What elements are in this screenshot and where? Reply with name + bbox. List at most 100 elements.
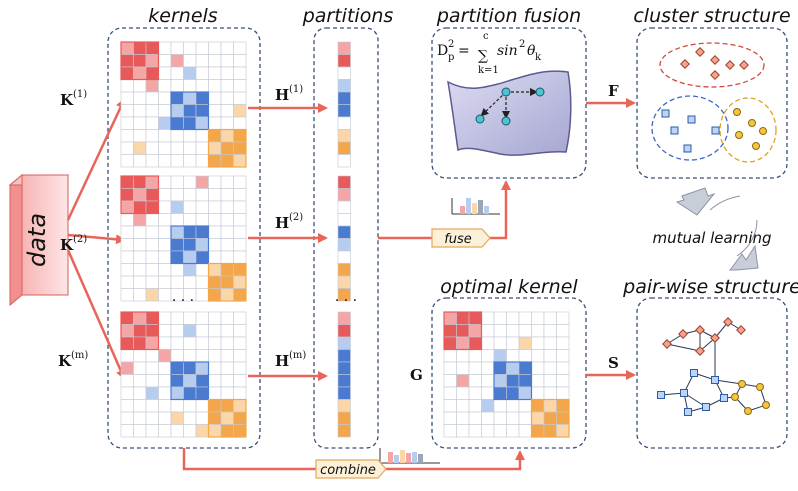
matrix-cell — [556, 361, 570, 375]
matrix-cell — [120, 66, 134, 80]
matrix-cell — [208, 250, 222, 264]
partition-column-m — [337, 311, 351, 438]
cluster-block-outline — [207, 398, 247, 438]
svg-text:2: 2 — [519, 39, 525, 50]
matrix-cell — [481, 324, 495, 338]
matrix-cell — [158, 116, 172, 130]
matrix-cell — [481, 311, 495, 325]
matrix-cell — [158, 213, 172, 227]
matrix-cell — [531, 386, 545, 400]
matrix-cell — [133, 263, 147, 277]
matrix-cell — [145, 349, 159, 363]
matrix-cell — [481, 336, 495, 350]
matrix-cell — [133, 41, 147, 55]
matrix-cell — [518, 361, 532, 375]
matrix-cell — [183, 154, 197, 168]
matrix-cell — [468, 336, 482, 350]
matrix-cell — [133, 324, 147, 338]
matrix-cell — [170, 141, 184, 155]
matrix-cell — [145, 250, 159, 264]
matrix-cell — [158, 141, 172, 155]
matrix-cell — [208, 311, 222, 325]
matrix-cell — [170, 200, 184, 214]
graph-node — [710, 333, 720, 343]
cluster-block-outline — [207, 262, 247, 302]
matrix-cell — [158, 336, 172, 350]
matrix-cell — [195, 91, 209, 105]
matrix-cell — [158, 66, 172, 80]
matrix-cell — [208, 225, 222, 239]
matrix-cell — [133, 336, 147, 350]
matrix-cell — [195, 79, 209, 93]
matrix-cell — [543, 386, 557, 400]
matrix-cell — [120, 225, 134, 239]
matrix-cell — [195, 154, 209, 168]
matrix-cell — [183, 175, 197, 189]
matrix-cell — [195, 399, 209, 413]
matrix-cell — [468, 424, 482, 438]
fusion-surface — [447, 70, 572, 156]
matrix-cell — [158, 79, 172, 93]
matrix-cell — [468, 311, 482, 325]
matrix-cell — [556, 374, 570, 388]
matrix-cell — [220, 386, 234, 400]
combine-mini-chart — [379, 448, 440, 464]
matrix-cell — [170, 399, 184, 413]
cluster-block-outline — [207, 128, 247, 168]
matrix-cell — [133, 200, 147, 214]
matrix-cell — [120, 116, 134, 130]
matrix-cell — [543, 349, 557, 363]
matrix-cell — [158, 238, 172, 252]
svg-text:K: K — [58, 352, 72, 370]
matrix-cell — [158, 263, 172, 277]
svg-text:θ: θ — [527, 43, 536, 59]
matrix-cell — [493, 386, 507, 400]
matrix-cell — [133, 154, 147, 168]
matrix-cell — [506, 336, 520, 350]
matrix-cell — [170, 41, 184, 55]
data-to-kernel-arrows — [66, 98, 126, 380]
svg-text:k: k — [535, 52, 542, 63]
matrix-cell — [195, 238, 209, 252]
matrix-cell — [208, 374, 222, 388]
matrix-cell — [183, 54, 197, 68]
matrix-cell — [133, 275, 147, 289]
cluster-structure-graphic — [651, 42, 777, 163]
matrix-cell — [183, 263, 197, 277]
matrix-cell — [208, 424, 222, 438]
matrix-cell — [233, 336, 247, 350]
matrix-cell — [195, 141, 209, 155]
matrix-cell — [233, 154, 247, 168]
matrix-cell — [120, 324, 134, 338]
matrix-cell — [493, 374, 507, 388]
matrix-cell — [443, 311, 457, 325]
matrix-cell — [145, 116, 159, 130]
matrix-cell — [183, 374, 197, 388]
matrix-cell — [468, 349, 482, 363]
matrix-cell — [170, 154, 184, 168]
svg-text:p: p — [448, 52, 454, 63]
matrix-cell — [208, 238, 222, 252]
matrix-cell — [233, 188, 247, 202]
matrix-cell — [233, 399, 247, 413]
partition-fusion-title: partition fusion — [436, 5, 581, 27]
combine-path: combine — [182, 448, 525, 479]
fuse-mini-chart — [451, 198, 500, 215]
matrix-cell — [170, 238, 184, 252]
matrix-cell — [456, 424, 470, 438]
kernel-matrix-2 — [120, 175, 247, 302]
svg-text:H: H — [275, 214, 289, 232]
data-block: data — [8, 173, 70, 307]
matrix-cell — [233, 213, 247, 227]
G-label: G — [410, 366, 423, 384]
matrix-cell — [170, 386, 184, 400]
matrix-cell — [543, 424, 557, 438]
partition-cell — [337, 263, 351, 277]
partition-cell — [337, 213, 351, 227]
matrix-cell — [233, 263, 247, 277]
matrix-cell — [493, 311, 507, 325]
matrix-cell — [158, 200, 172, 214]
matrix-cell — [443, 386, 457, 400]
graph-node — [695, 346, 705, 356]
matrix-cell — [468, 324, 482, 338]
